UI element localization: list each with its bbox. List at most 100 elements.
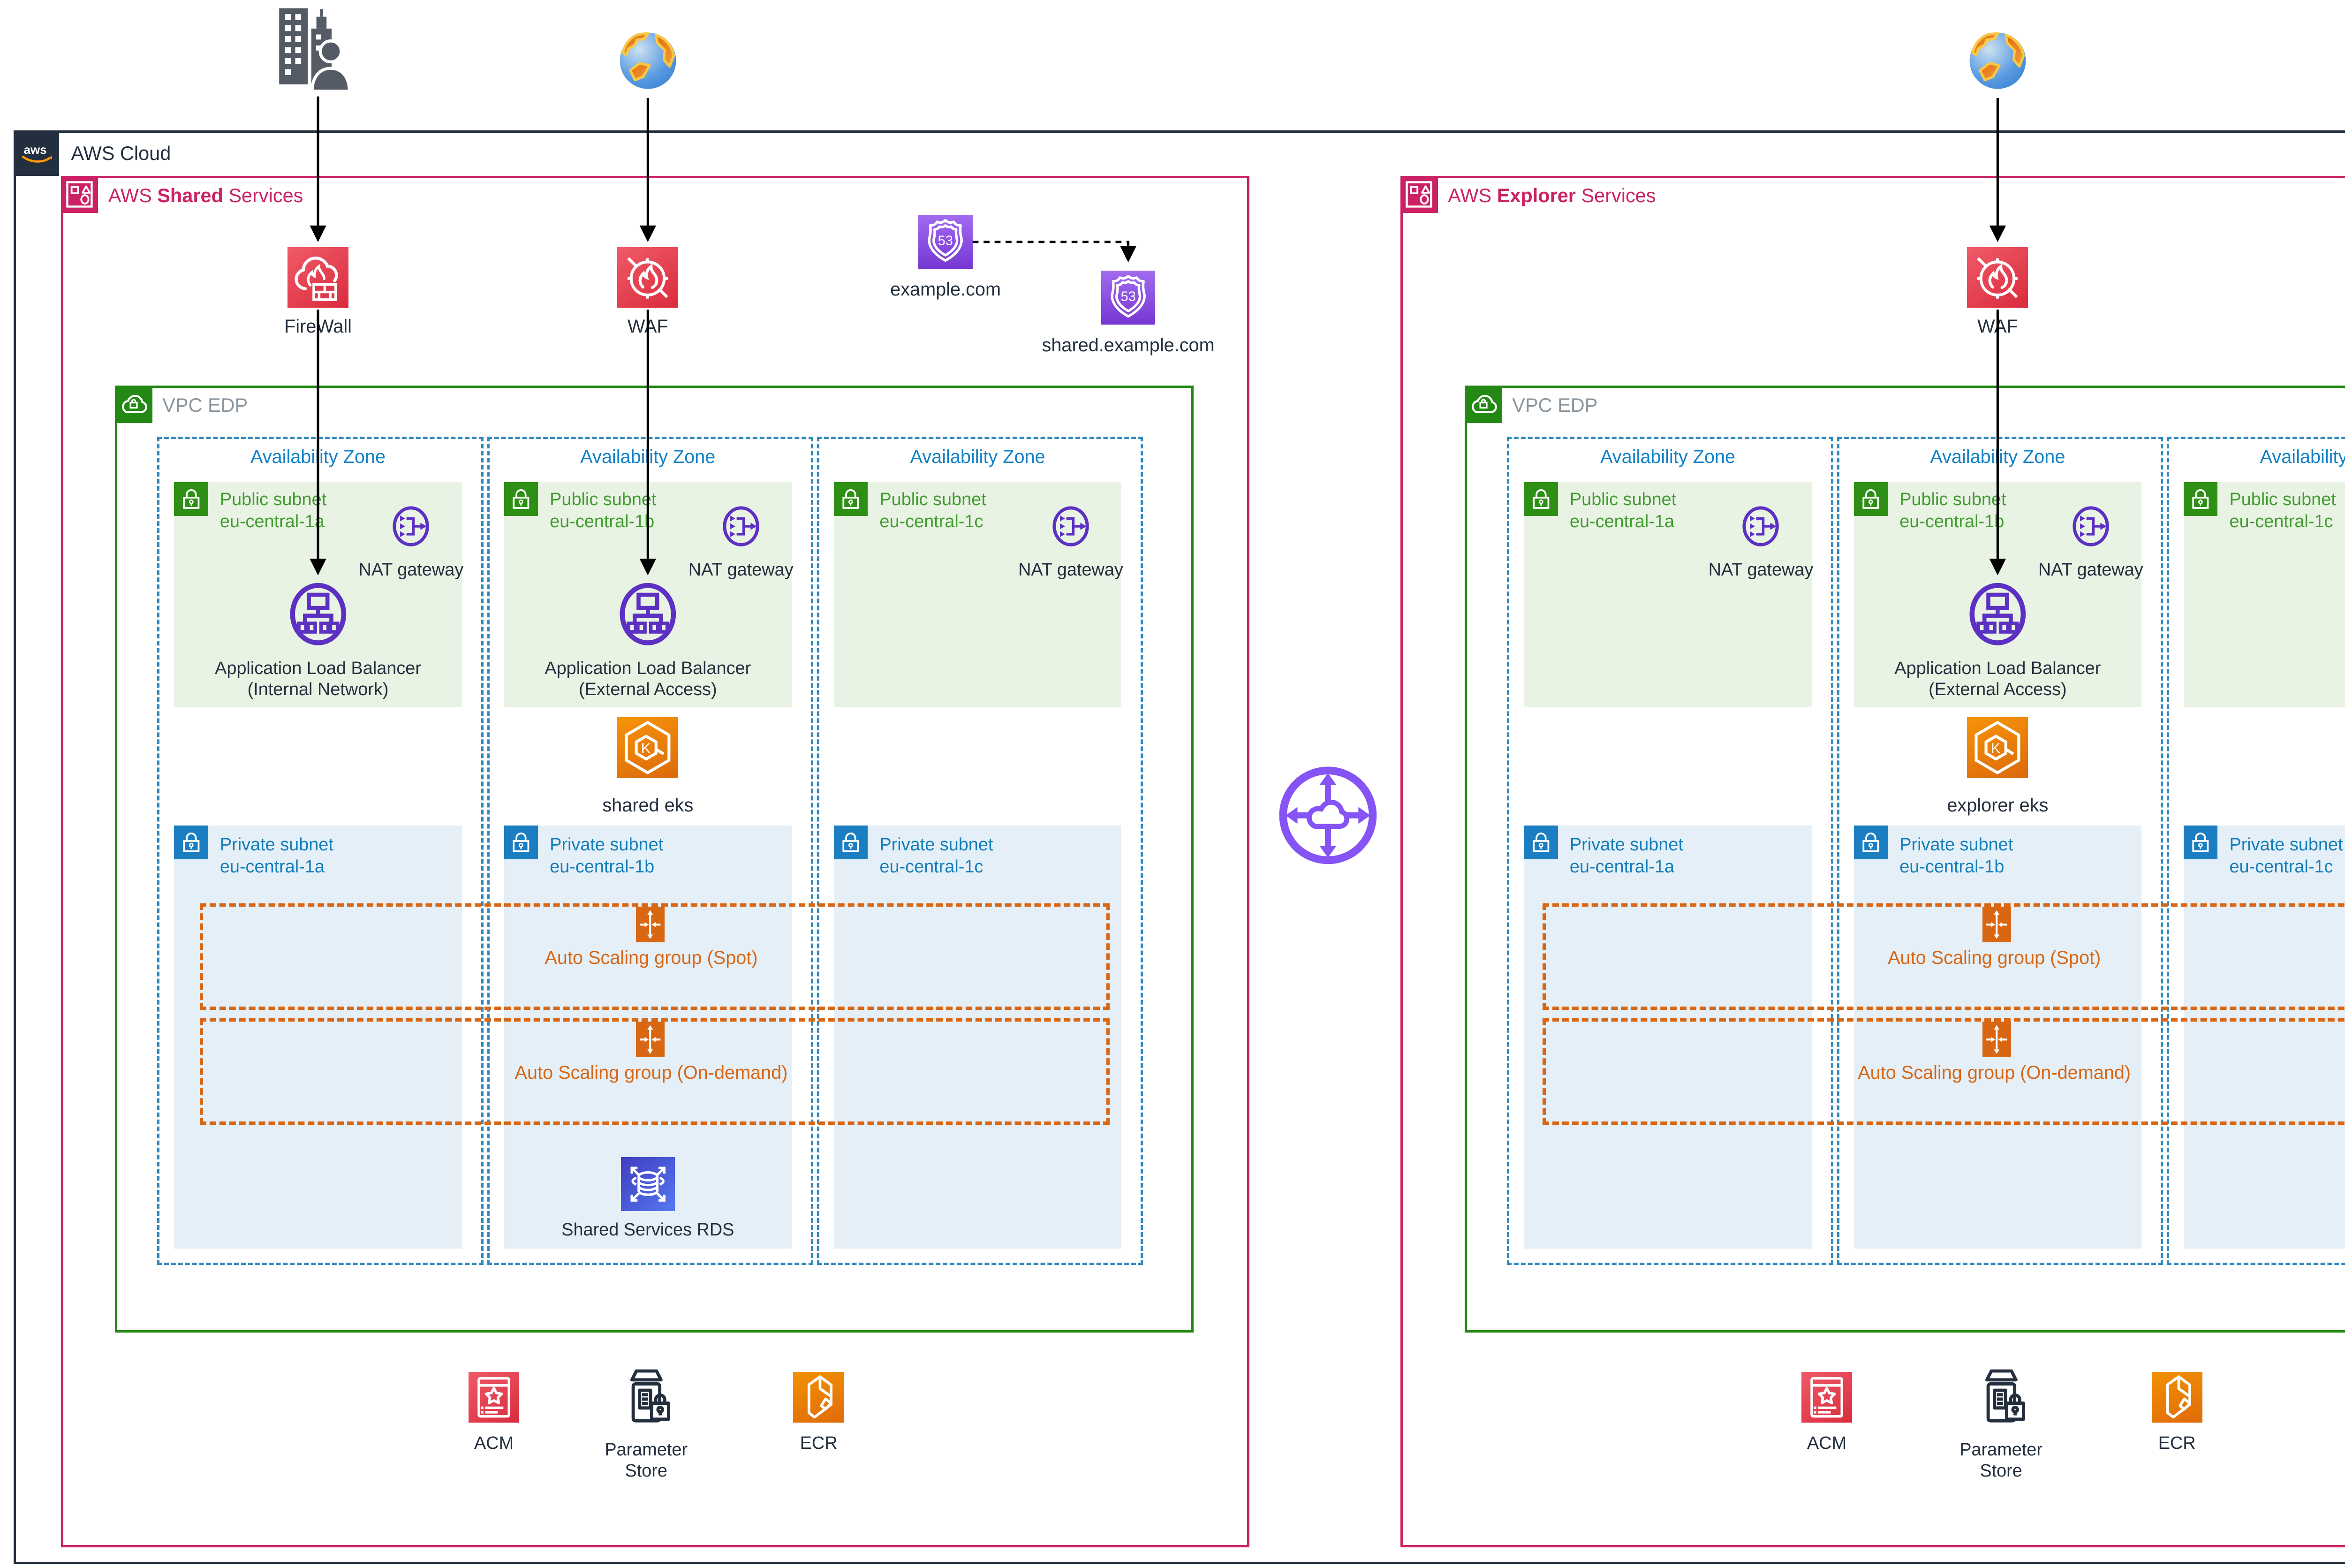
waf-label-left: WAF [628, 316, 668, 337]
nat-gateway-icon [386, 501, 436, 552]
public-subnet-lock-icon [1524, 482, 1558, 516]
asg-spot-label-right: Auto Scaling group (Spot) [1888, 947, 2101, 968]
title-pre: AWS [108, 184, 152, 207]
vpc-edp-label-left: VPC EDP [162, 394, 248, 417]
ecr-label-right: ECR [2158, 1433, 2196, 1453]
az2-right-label: Availability Zone [1930, 447, 2065, 468]
ssm-parameter-store-icon-left [614, 1365, 678, 1430]
title-bold: Shared [157, 184, 223, 207]
private-subnet-az1-right [1524, 826, 1812, 1249]
private-subnet-lock-icon [1524, 826, 1558, 860]
nat-gateway-label: NAT gateway [358, 560, 464, 580]
shared-services-title: AWS Shared Services [108, 184, 303, 207]
az2-right [1837, 436, 2163, 1265]
az3-left [817, 436, 1143, 1265]
private-subnet-az3-right [2184, 826, 2345, 1249]
dns-shared-example-label: shared.example.com [1042, 335, 1215, 356]
certificate-manager-icon-left [469, 1371, 520, 1423]
asg-ondemand-label-left: Auto Scaling group (On-demand) [514, 1062, 788, 1083]
eks-label-right: explorer eks [1947, 795, 2049, 816]
asg-ondemand-label-right: Auto Scaling group (On-demand) [1858, 1062, 2131, 1083]
ecr-icon-right [2151, 1371, 2202, 1423]
title-post: Services [228, 184, 303, 207]
alb-external-icon-left [611, 577, 685, 651]
nat-gateway-icon [716, 501, 766, 552]
aws-cloud-label: AWS Cloud [71, 142, 171, 164]
shared-services-group-icon [61, 176, 98, 213]
nat-gateway-label: NAT gateway [1708, 560, 1814, 580]
title-post: Services [1581, 184, 1656, 207]
vpc-edp-right [1465, 386, 2345, 1333]
asg-ondemand-box-right [1543, 1018, 2345, 1125]
alb-internal-icon [281, 577, 356, 651]
nat-gateway-icon [2065, 501, 2116, 552]
title-pre: AWS [1448, 184, 1492, 207]
public-subnet-az3-right [2184, 482, 2345, 707]
alb-external-label-right: Application Load Balancer(External Acces… [1894, 658, 2101, 700]
alb-internal-label: Application Load Balancer(Internal Netwo… [215, 658, 421, 700]
acm-label-right: ACM [1807, 1433, 1847, 1453]
az3-right-label: Availability Zone [2260, 447, 2345, 468]
nat-gateway-label: NAT gateway [1018, 560, 1123, 580]
title-bold: Explorer [1497, 184, 1576, 207]
az1-left-label: Availability Zone [250, 447, 386, 468]
explorer-services-group-icon [1400, 176, 1438, 213]
acm-label-left: ACM [474, 1433, 514, 1453]
eks-cluster-icon-right [1967, 717, 2028, 779]
asg-spot-label-left: Auto Scaling group (Spot) [545, 947, 758, 968]
private-subnet-lock-icon [1853, 826, 1888, 860]
rds-icon [620, 1157, 675, 1212]
aws-cloud-boundary [13, 130, 2345, 1565]
network-firewall-icon [287, 247, 348, 308]
asg-ondemand-box-left [199, 1018, 1110, 1125]
az1-right-label: Availability Zone [1600, 447, 1736, 468]
az3-left-label: Availability Zone [910, 447, 1045, 468]
transit-gateway-icon [1274, 761, 1382, 870]
rds-label: Shared Services RDS [561, 1220, 734, 1240]
az2-left-label: Availability Zone [580, 447, 716, 468]
certificate-manager-icon-right [1801, 1371, 1853, 1423]
az1-left [157, 436, 484, 1265]
alb-external-icon-right [1960, 577, 2035, 651]
internet-globe-icon-right [1966, 29, 2030, 93]
eks-cluster-icon-left [617, 717, 679, 779]
private-subnet-lock-icon [504, 826, 538, 860]
ecr-label-left: ECR [800, 1433, 838, 1453]
nat-gateway-icon [1045, 501, 1096, 552]
route53-icon-shared-example [1101, 271, 1156, 325]
auto-scaling-group-icon [636, 1022, 665, 1058]
explorer-services-group [1400, 176, 2345, 1548]
nat-gateway-label: NAT gateway [2038, 560, 2143, 580]
auto-scaling-group-icon [636, 907, 665, 942]
vpc-icon-right [1465, 386, 1502, 423]
private-subnet-lock-icon [2184, 826, 2218, 860]
explorer-services-title: AWS Explorer Services [1448, 184, 1656, 207]
public-subnet-lock-icon [1853, 482, 1888, 516]
internet-globe-icon-left [616, 29, 680, 93]
vpc-icon-left [115, 386, 152, 423]
public-subnet-lock-icon [834, 482, 868, 516]
shared-services-group [61, 176, 1250, 1548]
enterprise-users-icon [267, 7, 362, 95]
private-subnet-az1-left [174, 826, 462, 1249]
dns-explorer-example-label: explorer.example.com [2312, 279, 2345, 300]
ecr-icon-left [793, 1371, 844, 1423]
aws-logo-icon [13, 130, 60, 176]
az2-left [487, 436, 813, 1265]
vpc-edp-label-right: VPC EDP [1512, 394, 1598, 417]
public-subnet-lock-icon [504, 482, 538, 516]
